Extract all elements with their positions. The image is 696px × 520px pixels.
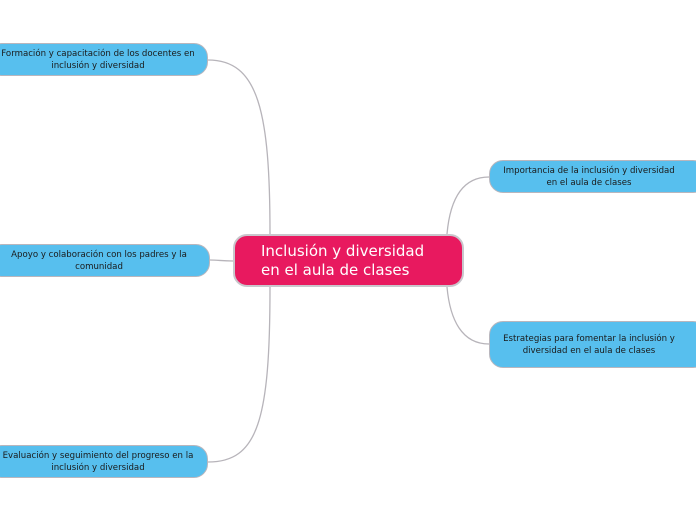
topic-node-apoyo[interactable]: Apoyo y colaboración con los padres y la… xyxy=(0,244,210,277)
topic-node-importancia[interactable]: Importancia de la inclusión y diversidad… xyxy=(489,160,696,193)
connector-apoyo xyxy=(209,259,234,262)
topic-node-formacion[interactable]: Formación y capacitación de los docentes… xyxy=(0,43,208,76)
topic-label-apoyo: Apoyo y colaboración con los padres y la… xyxy=(11,249,187,272)
topic-label-estrategias: Estrategias para fomentar la inclusión y… xyxy=(503,333,675,356)
central-topic-label: Inclusión y diversidad en el aula de cla… xyxy=(261,241,425,279)
topic-node-evaluacion[interactable]: Evaluación y seguimiento del progreso en… xyxy=(0,445,208,478)
topic-label-evaluacion: Evaluación y seguimiento del progreso en… xyxy=(2,450,194,473)
central-topic-node[interactable]: Inclusión y diversidad en el aula de cla… xyxy=(233,234,464,287)
connector-estrategias xyxy=(446,286,490,345)
connector-evaluacion xyxy=(207,286,271,463)
connector-formacion xyxy=(207,59,271,235)
topic-label-importancia: Importancia de la inclusión y diversidad… xyxy=(503,165,675,188)
connector-importancia xyxy=(446,176,490,235)
topic-node-estrategias[interactable]: Estrategias para fomentar la inclusión y… xyxy=(489,321,696,368)
topic-label-formacion: Formación y capacitación de los docentes… xyxy=(1,48,195,71)
